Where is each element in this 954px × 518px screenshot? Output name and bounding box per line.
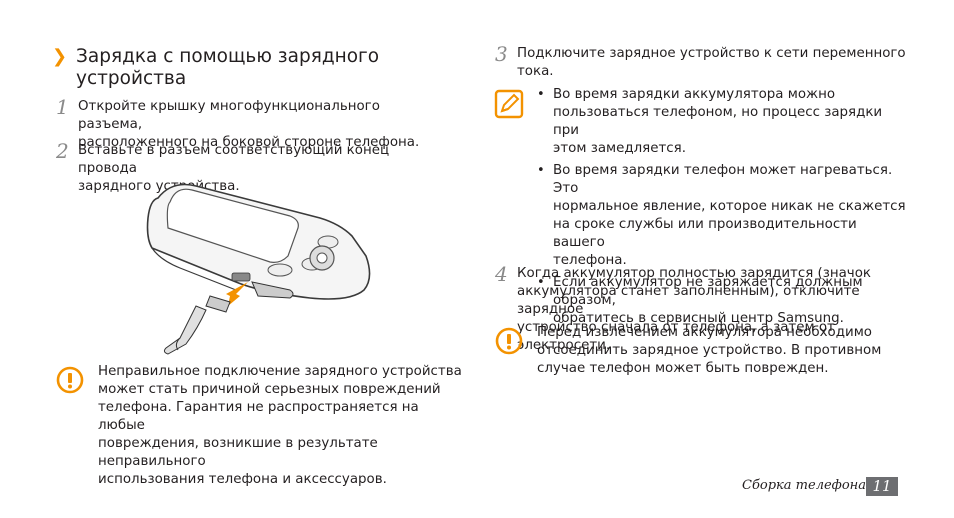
step-number: 4 [495, 262, 508, 286]
list-item-line: телефона. [553, 253, 627, 268]
warning-text-line: отсоединить зарядное устройство. В проти… [537, 343, 882, 358]
warning-text: Неправильное подключение зарядного устро… [98, 363, 468, 489]
step-text-line: тока. [517, 64, 554, 79]
step-number: 3 [495, 42, 508, 66]
note-pencil-icon [494, 89, 524, 119]
list-item-line: Во время зарядки аккумулятора можно [553, 87, 836, 102]
warning-text-line: повреждения, возникшие в результате непр… [98, 436, 378, 469]
step-text-line: аккумулятора станет заполненным), отключ… [517, 284, 860, 317]
warning-exclamation-icon [495, 327, 523, 355]
list-item-line: Если аккумулятор не заряжается должным о… [553, 275, 863, 308]
list-item-line: нормальное явление, которое никак не ска… [553, 199, 906, 214]
step-text-line: расположенного на боковой стороне телефо… [78, 135, 420, 150]
list-item-line: на сроке службы или производительности в… [553, 217, 857, 250]
warning-text-line: Перед извлечением аккумулятора необходим… [537, 325, 872, 340]
step-text-line: Откройте крышку многофункционального раз… [78, 99, 380, 132]
step-text: Когда аккумулятор полностью зарядится (з… [517, 265, 917, 355]
warning-text-line: использования телефона и аксессуаров. [98, 472, 387, 487]
list-item-line: Во время зарядки телефон может нагревать… [553, 163, 893, 196]
section-title-line2: устройства [76, 68, 187, 89]
step-text: Подключите зарядное устройство к сети пе… [517, 45, 917, 81]
list-item: • Во время зарядки аккумулятора можно по… [537, 86, 907, 158]
bullet-icon: • [537, 275, 545, 290]
step-text-line: Когда аккумулятор полностью зарядится (з… [517, 266, 872, 281]
warning-text-line: может стать причиной серьезных поврежден… [98, 382, 441, 397]
warning-text-line: случае телефон может быть поврежден. [537, 361, 829, 376]
page-number-badge: 11 [866, 477, 898, 496]
step-text-line: Подключите зарядное устройство к сети пе… [517, 46, 906, 61]
step-number: 2 [56, 139, 69, 163]
chevron-right-icon: ❯ [52, 46, 68, 67]
list-item: • Во время зарядки телефон может нагрева… [537, 162, 907, 270]
warning-text-line: Неправильное подключение зарядного устро… [98, 364, 462, 379]
footer-section-label: Сборка телефона [742, 478, 866, 493]
list-item-line: обратитесь в сервисный центр Samsung. [553, 311, 844, 326]
bullet-icon: • [537, 163, 545, 178]
list-item-line: пользоваться телефоном, но процесс заряд… [553, 105, 883, 138]
note-bullet-list: • Во время зарядки аккумулятора можно по… [537, 86, 907, 332]
section-heading: ❯ Зарядка с помощью зарядного устройства [52, 46, 432, 90]
list-item: • Если аккумулятор не заряжается должным… [537, 274, 907, 328]
step-number: 1 [56, 95, 69, 119]
warning-text-line: телефона. Гарантия не распространяется н… [98, 400, 419, 433]
phone-charging-illustration [146, 183, 371, 355]
step-text-line: Вставьте в разъем соответствующий конец … [78, 143, 390, 176]
section-title-line1: Зарядка с помощью зарядного [76, 46, 380, 67]
step-text: Откройте крышку многофункционального раз… [78, 98, 438, 152]
warning-text: Перед извлечением аккумулятора необходим… [537, 324, 917, 378]
warning-exclamation-icon [56, 366, 84, 394]
bullet-icon: • [537, 87, 545, 102]
step-text-line: устройство сначала от телефона, а затем … [517, 320, 835, 353]
list-item-line: этом замедляется. [553, 141, 686, 156]
